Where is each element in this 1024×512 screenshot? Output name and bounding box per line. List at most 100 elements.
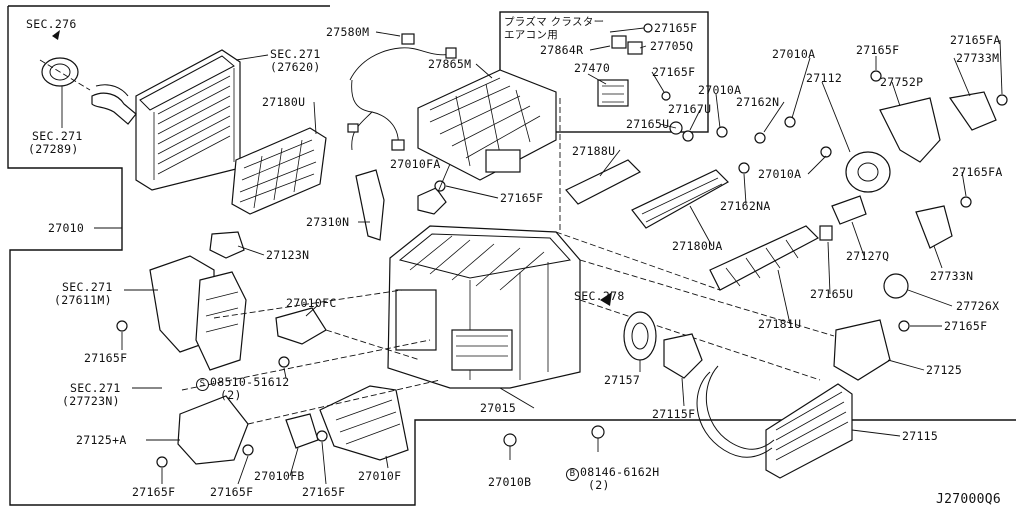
motor-27733m [948, 91, 997, 131]
clip-27165u [819, 225, 833, 241]
label-27165u-1: 27165U [626, 117, 670, 131]
main-unit-27015 [387, 225, 581, 389]
label-27010f: 27010F [358, 469, 402, 483]
label-sec278: SEC.278 [574, 289, 625, 303]
label-27162n: 27162N [736, 95, 780, 109]
label-27611m: (27611M) [54, 293, 112, 307]
label-27165f-plasma2: 27165F [652, 65, 696, 79]
label-27165fa-1: 27165FA [950, 33, 1001, 47]
screw-08510-number: 08510-51612 [210, 375, 290, 389]
label-27165f-r2: 27165F [944, 319, 988, 333]
label-27125a: 27125+A [76, 433, 127, 447]
part-27127q [831, 195, 867, 225]
label-27165f-r1: 27165F [856, 43, 900, 57]
circle-s: S [196, 378, 209, 391]
left-side-parts [149, 169, 447, 465]
part-27125 [833, 319, 891, 381]
filter-27180ua [631, 169, 729, 229]
label-27010b: 27010B [488, 475, 532, 489]
upper-case-27865m [417, 69, 557, 181]
diagram-reference-code: J27000Q6 [936, 492, 1002, 507]
label-27165f-top: 27165F [500, 191, 544, 205]
duct-27310n [355, 169, 385, 241]
seal-27157 [623, 311, 657, 361]
label-27165f-left: 27165F [84, 351, 128, 365]
label-sec271-evaporator: SEC.271 [270, 47, 321, 61]
label-sec276: SEC.276 [26, 17, 77, 31]
label-aircon-jp: エアコン用 [504, 29, 558, 41]
label-27010a-3: 27010A [758, 167, 802, 181]
label-27752p: 27752P [880, 75, 924, 89]
label-screw-08510-qty: (2) [220, 388, 242, 402]
label-27180ua: 27180UA [672, 239, 723, 253]
label-27162na: 27162NA [720, 199, 771, 213]
label-27010fc: 27010FC [286, 296, 337, 310]
circle-b: B [566, 468, 579, 481]
clip-27123n [209, 231, 245, 259]
label-27181u: 27181U [758, 317, 802, 331]
vent-27181u [709, 225, 819, 291]
label-27733n: 27733N [930, 269, 974, 283]
label-27165f-plasma1: 27165F [654, 21, 698, 35]
label-27123n: 27123N [266, 248, 310, 262]
seal-27115f [663, 333, 703, 379]
label-27115f: 27115F [652, 407, 696, 421]
label-27010a-2: 27010A [698, 83, 742, 97]
motor-27010fc [275, 307, 327, 345]
label-27864r: 27864R [540, 43, 584, 57]
label-27310n: 27310N [306, 215, 350, 229]
label-27470: 27470 [574, 61, 611, 75]
label-27010fa: 27010FA [390, 157, 441, 171]
label-27165f-b2: 27165F [210, 485, 254, 499]
label-27165f-b3: 27165F [302, 485, 346, 499]
label-27010fb: 27010FB [254, 469, 305, 483]
label-27165u-2: 27165U [810, 287, 854, 301]
label-27010: 27010 [48, 221, 85, 235]
heater-core-27115 [600, 292, 853, 479]
actuator-27125a [177, 395, 249, 465]
label-27015: 27015 [480, 401, 517, 415]
label-sec271-27611m: SEC.271 [62, 280, 113, 294]
motor-27733n [915, 205, 953, 249]
label-27726x: 27726X [956, 299, 1000, 313]
bracket-27010f [319, 385, 409, 461]
label-27125: 27125 [926, 363, 963, 377]
label-27167u: 27167U [668, 102, 712, 116]
filter-27180u [231, 127, 327, 215]
right-side-parts [555, 70, 1008, 381]
label-27620: (27620) [270, 60, 321, 74]
duct-27188u [565, 159, 642, 205]
label-sec271-27289: SEC.271 [32, 129, 83, 143]
evaporator-core [91, 49, 241, 191]
label-sec271-27723n: SEC.271 [70, 381, 121, 395]
label-27165fa-2: 27165FA [952, 165, 1003, 179]
label-27157: 27157 [604, 373, 641, 387]
sec276-connector [39, 30, 91, 91]
label-27580m: 27580M [326, 25, 370, 39]
label-27115: 27115 [902, 429, 939, 443]
label-27723n: (27723N) [62, 394, 120, 408]
bolt-08146-number: 08146-6162H [580, 465, 660, 479]
label-27010a-1: 27010A [772, 47, 816, 61]
blower-27112 [845, 151, 891, 193]
label-plasma-cluster-jp: プラズマ クラスター [504, 16, 605, 28]
part-27010fa [417, 187, 447, 215]
label-27865m: 27865M [428, 57, 472, 71]
label-27289: (27289) [28, 142, 79, 156]
label-27180u: 27180U [262, 95, 306, 109]
label-bolt-08146-qty: (2) [588, 478, 610, 492]
label-27165f-b1: 27165F [132, 485, 176, 499]
label-27705q: 27705Q [650, 39, 694, 53]
sensor-27726x [883, 273, 909, 299]
label-27733m: 27733M [956, 51, 1000, 65]
wire-harness-27580m [347, 33, 457, 151]
link-27010fb [285, 413, 319, 449]
label-27127q: 27127Q [846, 249, 890, 263]
label-27188u: 27188U [572, 144, 616, 158]
label-27112: 27112 [806, 71, 843, 85]
bracket-27752p [879, 97, 941, 163]
